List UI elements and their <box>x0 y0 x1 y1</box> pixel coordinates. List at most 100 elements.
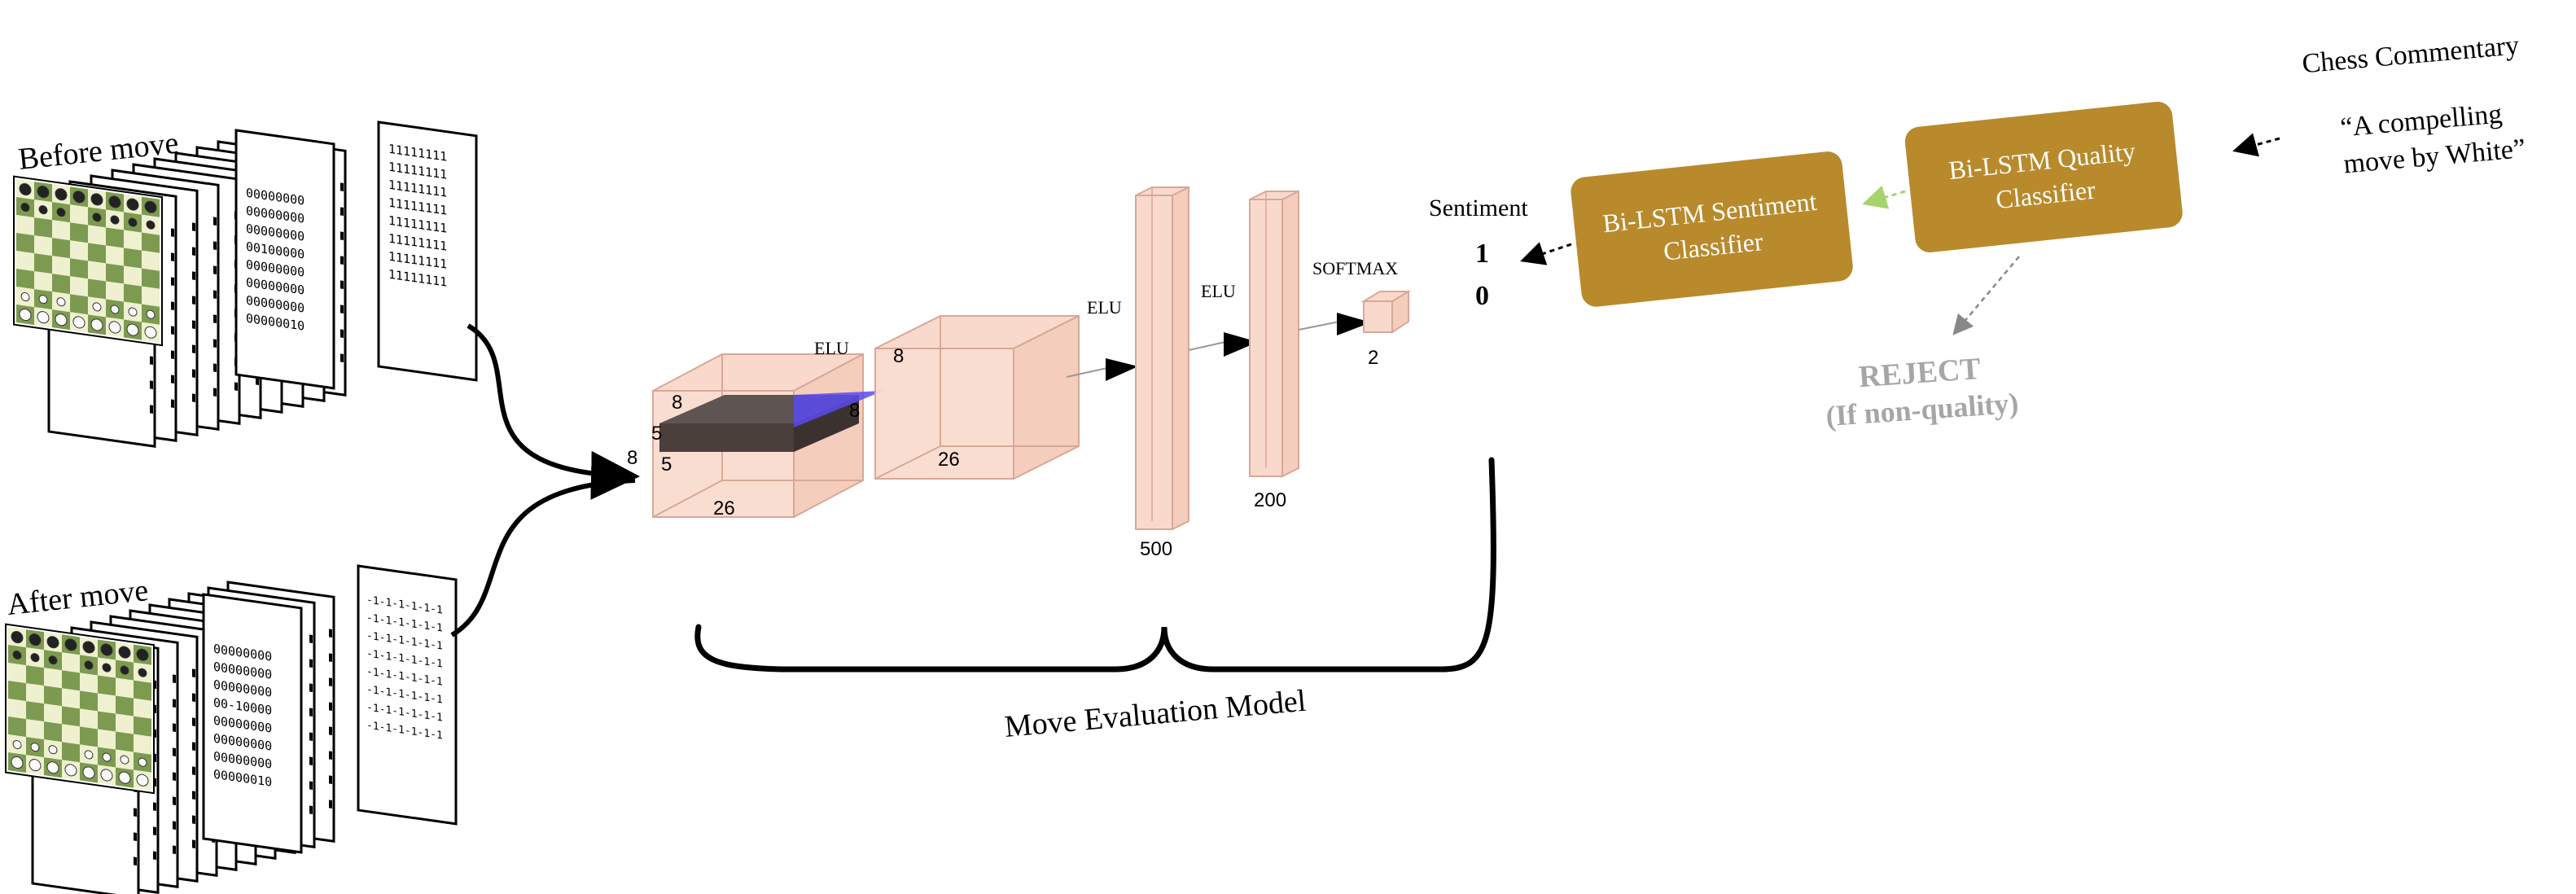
chess-piece <box>102 663 112 673</box>
activation-elu-1: ELU <box>814 338 849 358</box>
flow-to-output <box>1298 321 1340 331</box>
after-board-square <box>98 693 116 714</box>
before-board-square <box>34 217 52 239</box>
before-board-square <box>52 220 70 241</box>
chess-piece <box>126 323 139 336</box>
chess-piece <box>19 308 32 322</box>
before-board-square <box>16 215 34 236</box>
before-board-square <box>142 232 160 253</box>
chess-piece <box>108 321 121 334</box>
after-board-square <box>26 683 44 704</box>
chess-piece <box>136 773 149 787</box>
chess-piece <box>120 755 129 765</box>
before-board-square <box>70 258 88 279</box>
chess-piece <box>30 743 40 752</box>
before-move-stack: 0000000000000000000000000010000000000000… <box>13 121 478 448</box>
chess-piece <box>64 638 77 651</box>
after-neg-plane: -1-1-1-1-1-1-1-1-1-1-1-1-1-1-1-1-1-1-1-1… <box>357 564 458 826</box>
after-board-square <box>62 670 80 691</box>
model-caption: Move Evaluation Model <box>1003 684 1308 744</box>
chess-piece <box>90 193 103 206</box>
reject-arrow <box>1952 256 2020 335</box>
before-board-square <box>70 204 88 226</box>
chess-piece <box>138 757 147 767</box>
chess-piece <box>48 655 58 665</box>
chess-piece <box>20 291 30 302</box>
before-board-square <box>52 274 70 295</box>
chess-piece <box>64 764 77 777</box>
activation-elu-3: ELU <box>1201 281 1236 301</box>
before-board-square <box>16 233 34 254</box>
after-board-square <box>134 680 151 701</box>
after-board-square <box>62 742 80 763</box>
before-board-square <box>88 261 106 282</box>
before-board-square <box>34 271 52 292</box>
before-board-square <box>16 269 34 290</box>
chess-piece <box>72 316 85 329</box>
flow-to-dense1 <box>1066 367 1108 378</box>
commentary-title: Chess Commentary <box>2301 30 2520 79</box>
after-board-square <box>44 668 62 689</box>
chess-piece <box>144 200 157 213</box>
before-board-square <box>124 230 142 251</box>
flow-to-dense2 <box>1188 341 1226 351</box>
chess-piece <box>100 769 113 782</box>
after-board-square <box>62 652 80 673</box>
dim-side-outer: 8 <box>627 447 637 469</box>
chess-piece <box>120 665 129 675</box>
before-connector <box>467 323 640 500</box>
chess-piece <box>128 307 138 317</box>
before-board-square <box>106 245 124 266</box>
after-board-square <box>116 695 134 717</box>
before-board-square <box>16 251 34 272</box>
before-board-square <box>88 243 106 264</box>
dim-kernel-b: 5 <box>661 454 672 475</box>
chess-piece <box>38 205 48 215</box>
dense2-size: 200 <box>1254 489 1286 511</box>
after-board-square <box>8 717 26 738</box>
before-board-square <box>88 278 106 300</box>
chess-piece <box>128 217 138 227</box>
before-board-square <box>106 263 124 284</box>
model-brace <box>694 457 1496 673</box>
chess-piece <box>46 636 59 649</box>
before-board-square <box>70 294 88 315</box>
after-board-square <box>62 724 80 745</box>
reject-line2: (If non-quality) <box>1825 387 2019 432</box>
before-ones-plane: 1111111111111111111111111111111111111111… <box>377 121 478 382</box>
chess-piece <box>56 297 66 307</box>
chess-piece <box>48 745 58 755</box>
flow-arrow-3 <box>1337 313 1371 335</box>
sentiment-value-0: 0 <box>1475 281 1489 311</box>
chess-piece <box>28 759 42 772</box>
chess-piece <box>12 739 22 750</box>
after-board-square <box>62 706 80 727</box>
before-binary-plane: 0000000000000000000000000010000000000000… <box>234 129 335 390</box>
kernel-projection <box>794 391 883 427</box>
after-board-square <box>134 716 151 737</box>
before-board-square <box>142 250 160 271</box>
after-move-stack: 00000000000000000000000000-1000000000000… <box>5 564 458 894</box>
before-board-square <box>52 256 70 277</box>
after-board-square <box>80 690 98 712</box>
after-connector <box>450 478 636 638</box>
after-board-square <box>134 734 151 755</box>
chess-piece <box>146 309 156 319</box>
before-chessboard <box>13 175 163 347</box>
feature-volume: 8 26 <box>874 314 1080 480</box>
sentiment-label: Sentiment <box>1429 195 1528 221</box>
sentiment-arrow <box>1520 242 1572 265</box>
chess-piece <box>37 186 50 199</box>
chess-piece <box>20 202 30 213</box>
commentary-quote-1: “A compelling <box>2339 99 2504 142</box>
chess-piece <box>46 761 59 774</box>
after-board-square <box>62 688 80 709</box>
chess-piece <box>11 756 24 769</box>
after-board-square <box>26 701 44 722</box>
after-binary-plane: 00000000000000000000000000-1000000000000… <box>202 593 303 854</box>
after-board-square <box>8 663 26 684</box>
flow-arrow-2 <box>1224 332 1258 357</box>
dense-layer-200: 200 <box>1249 190 1299 511</box>
box2-side: 8 <box>893 345 904 367</box>
